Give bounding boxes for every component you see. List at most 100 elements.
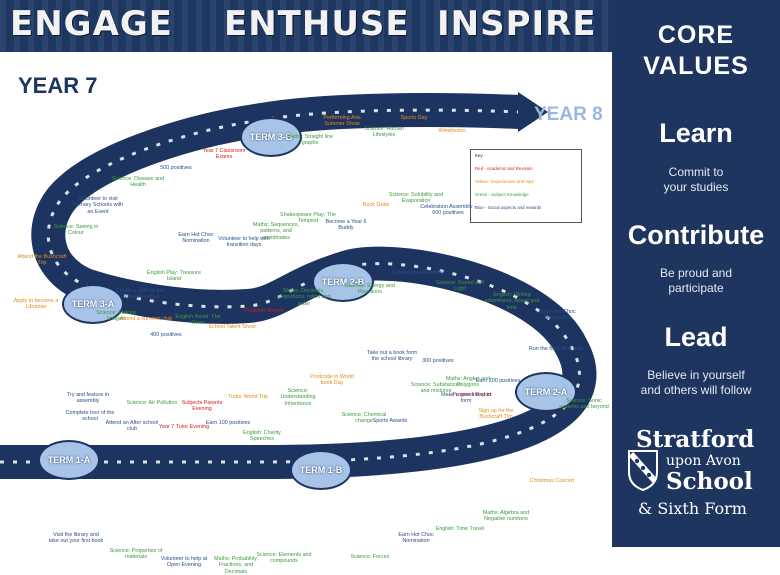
value-learn-desc-1: Commit to bbox=[668, 165, 724, 179]
milestone: Sports Day bbox=[400, 115, 428, 121]
arrow-head-icon bbox=[518, 92, 548, 132]
milestone: English Play: Treasure Island bbox=[147, 270, 201, 283]
milestone: Volunteer to visit Primary Schools with … bbox=[72, 196, 124, 215]
logo-line-school: School bbox=[666, 468, 753, 495]
term-1a-bubble: TERM 1-A bbox=[38, 440, 100, 480]
milestone: Science: Forces bbox=[350, 554, 390, 560]
value-contribute-desc-1: Be proud and bbox=[659, 266, 733, 280]
milestone: English: Writing adventures, space and t… bbox=[484, 292, 540, 311]
term-2b-bubble: TERM 2-B bbox=[312, 262, 374, 302]
milestone: Science: Disease and Health bbox=[111, 176, 165, 189]
milestone: Progress Report bbox=[452, 392, 492, 398]
milestone: Volunteer to help at Open Evening bbox=[160, 556, 208, 569]
milestone: Earn Hot Choc Nomination bbox=[540, 309, 576, 322]
milestone: Postcode in World book Day bbox=[310, 374, 354, 387]
logo-line-upon-avon: upon Avon bbox=[666, 453, 741, 469]
milestone: Sports Awards bbox=[372, 418, 408, 424]
value-lead-desc-1: Believe in yourself bbox=[647, 368, 745, 382]
core-values-title-2: VALUES bbox=[643, 52, 749, 80]
term-3b-bubble: TERM 3-B bbox=[240, 117, 302, 157]
value-lead-desc-2: and others will follow bbox=[640, 383, 752, 397]
milestone: Shakespeare Play: The Tempest bbox=[280, 212, 336, 225]
milestone: Celebration Assembly - 600 positives bbox=[420, 204, 476, 217]
term-2a-bubble: TERM 2-A bbox=[515, 372, 577, 412]
milestone: English: Time Travel bbox=[435, 526, 485, 532]
term-3a-bubble: TERM 3-A bbox=[62, 284, 124, 324]
banner-word-engage: ENGAGE bbox=[10, 4, 174, 44]
milestone: Performing Arts Summer Show bbox=[323, 115, 361, 128]
value-learn-title: Learn bbox=[659, 118, 733, 148]
milestone: 400 positives bbox=[150, 332, 182, 338]
milestone: Science: Energy and Reactions bbox=[345, 283, 395, 296]
milestone: Science: Substances and mixtures bbox=[410, 382, 462, 395]
key-title: Key bbox=[475, 153, 483, 158]
milestone: Run the form time quiz bbox=[528, 346, 584, 352]
banner-word-enthuse: ENTHUSE bbox=[224, 4, 410, 44]
banner-word-inspire: INSPIRE bbox=[437, 4, 597, 44]
value-contribute-title: Contribute bbox=[627, 220, 765, 250]
milestone: Progress Report bbox=[244, 308, 284, 314]
milestone: Sign up for the Bushcraft Trip bbox=[478, 408, 514, 421]
milestone: Science: Seeing in Colour bbox=[53, 224, 99, 237]
milestone: Create a stall for the Cultural Festival bbox=[115, 288, 165, 301]
milestone: English Novel: The Giver bbox=[175, 314, 221, 327]
key-item-blue: Blue - Social aspects and rewards bbox=[475, 205, 542, 210]
milestone: Science: Sonic systems and beyond bbox=[559, 398, 609, 411]
key-item-green: Green - Subject Knowledge bbox=[475, 192, 529, 197]
milestone: Science: Understanding Inheritance bbox=[280, 388, 316, 407]
milestone: Attend a summer club bbox=[119, 316, 173, 322]
milestone: Science: Human Lifestyles bbox=[364, 126, 404, 139]
milestone: Maths: Sequences, patterns, and coordina… bbox=[252, 222, 300, 241]
milestone: Earn 100 positives bbox=[205, 420, 251, 426]
milestone: Science: Chemical change bbox=[341, 412, 387, 425]
colour-key: Key Red - Academic and Revision Yellow -… bbox=[470, 149, 582, 223]
core-values-title-1: CORE bbox=[657, 21, 735, 49]
milestone: Become a Year 6 Buddy bbox=[325, 219, 367, 232]
milestone: School Talent Show bbox=[208, 324, 256, 330]
core-values-sidebar: CORE VALUES Learn Commit to your studies… bbox=[612, 0, 780, 547]
milestone: Visit the library and take out your firs… bbox=[48, 532, 104, 545]
value-lead-title: Lead bbox=[664, 322, 728, 352]
milestone: Rock Grids bbox=[362, 202, 390, 208]
year-8-label: YEAR 8 bbox=[534, 104, 603, 125]
milestone: Year 7 Tutor Evening bbox=[158, 424, 210, 430]
milestone: Apply to become a Librarian bbox=[13, 298, 59, 311]
milestone: Earn Hot Choc Nomination bbox=[178, 232, 214, 245]
milestone: Complete tour of the school bbox=[65, 410, 115, 423]
milestone: English: Charity Speeches bbox=[243, 430, 281, 443]
milestone: Try and feature in assembly bbox=[66, 392, 110, 405]
milestone: Make a new friend in form bbox=[441, 392, 491, 405]
milestone: Science: Solubility and Evaporation bbox=[388, 192, 444, 205]
milestone: Maths: Straight line graphs bbox=[286, 134, 334, 147]
milestone: Attend the Bushcraft Trip bbox=[17, 254, 67, 267]
term-1b-bubble: TERM 1-B bbox=[290, 450, 352, 490]
milestone: Celebration Assembly bbox=[391, 270, 445, 276]
crest-icon bbox=[628, 450, 658, 492]
milestone: Attend an After school club bbox=[105, 420, 159, 433]
journey-map: YEAR 7 YEAR 8 TERM 1-A TERM 1-B TERM 2-A… bbox=[0, 52, 612, 575]
milestone: Tudor World Trip bbox=[228, 394, 268, 400]
milestone: Science: Making Images bbox=[96, 310, 136, 323]
milestone: 500 positives bbox=[160, 165, 192, 171]
milestone: Science: Elements and compounds bbox=[256, 552, 312, 565]
value-contribute-desc-2: participate bbox=[668, 281, 724, 295]
milestone: Maths: Angles and Polygons bbox=[445, 376, 491, 389]
milestone: Earn Hot Choc Nomination bbox=[398, 532, 434, 545]
milestone: 300 positives bbox=[422, 358, 454, 364]
value-learn-desc-2: your studies bbox=[663, 180, 729, 194]
milestone: Wimbledon bbox=[438, 128, 466, 134]
milestone: Science: Sound and Light bbox=[435, 280, 485, 293]
milestone: Year 7 Classroom Exams bbox=[202, 148, 246, 161]
milestone: Volunteer to help with transition days bbox=[218, 236, 270, 249]
milestone: Subjects Parents Evening bbox=[181, 400, 223, 413]
milestone: Science: Air Pollution bbox=[126, 400, 178, 406]
milestone: Maths: Decimals, proportions, ratios and… bbox=[277, 288, 331, 307]
top-banner: ENGAGE ENTHUSE INSPIRE bbox=[0, 0, 612, 52]
logo-line-sixth-form: & Sixth Form bbox=[638, 499, 747, 518]
milestone: Christmas Concert bbox=[529, 478, 575, 484]
year-7-label: YEAR 7 bbox=[18, 73, 98, 98]
logo-line-stratford: Stratford bbox=[636, 426, 755, 453]
milestone: Take out a book form the school library bbox=[366, 350, 418, 363]
milestone: Earn 200 positives bbox=[475, 378, 521, 384]
key-item-yellow: Yellow - Experiences and trips bbox=[475, 179, 534, 184]
